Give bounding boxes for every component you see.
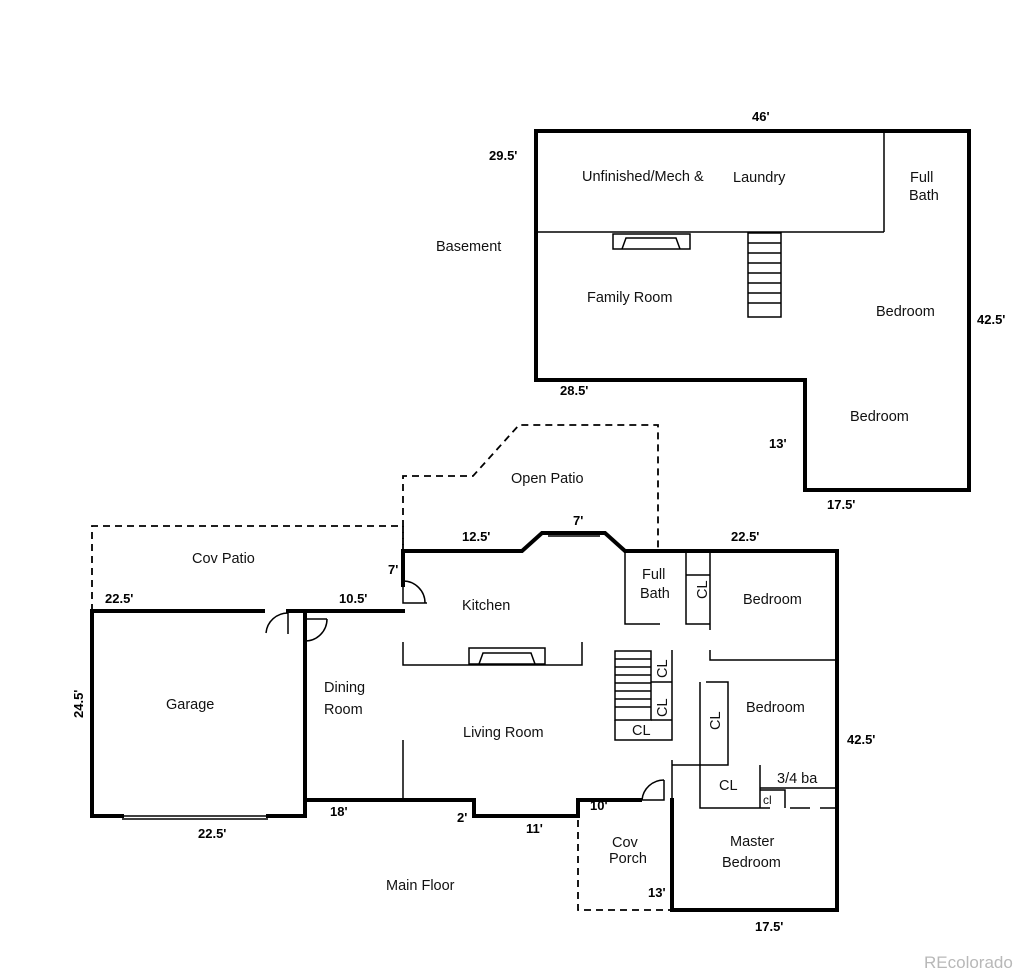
- room-dining-line2: Room: [324, 702, 363, 718]
- room-family-room: Family Room: [587, 290, 672, 306]
- closet-bath: CL: [695, 580, 711, 599]
- room-basement-bath-line1: Full: [910, 170, 933, 186]
- small-closet: [760, 789, 786, 808]
- dim-main-bottom: 17.5': [755, 919, 783, 934]
- dim-garage-top: 22.5': [105, 591, 133, 606]
- door-garage-patio: [265, 612, 289, 634]
- dim-porch-side: 13': [648, 885, 666, 900]
- master-closet-walls: [699, 765, 837, 809]
- dim-main-bay: 7': [573, 513, 583, 528]
- dim-garage-side: 24.5': [71, 690, 86, 718]
- basement-label: Basement: [436, 239, 501, 255]
- main-stairs: [614, 650, 652, 721]
- room-unfinished-mech: Unfinished/Mech &: [582, 169, 704, 185]
- dim-basement-top: 46': [752, 109, 770, 124]
- dim-basement-inner: 13': [769, 436, 787, 451]
- room-garage: Garage: [166, 697, 214, 713]
- dim-main-top-right: 22.5': [731, 529, 759, 544]
- basement-stairs: [747, 232, 782, 318]
- dim-basement-left: 29.5': [489, 148, 517, 163]
- stairs-closet-walls: [614, 650, 673, 741]
- room-cov-porch-line2: Porch: [609, 851, 647, 867]
- main-floor-plan: Open Patio Cov Patio Kitchen Full Bath B…: [71, 424, 875, 934]
- main-fireplace: [468, 647, 546, 665]
- main-floor-label: Main Floor: [386, 878, 455, 894]
- door-front: [641, 779, 665, 801]
- room-living-room: Living Room: [463, 725, 544, 741]
- garage-wall-left: [90, 609, 265, 818]
- dim-jog: 2': [457, 810, 467, 825]
- dim-dining-top: 10.5': [339, 591, 367, 606]
- room-kitchen: Kitchen: [462, 598, 510, 614]
- kitchen-counter: [402, 642, 583, 666]
- room-main-bedroom-1: Bedroom: [743, 592, 802, 608]
- dim-basement-right: 42.5': [977, 312, 1005, 327]
- cov-patio-outline: [91, 525, 404, 611]
- room-main-bath-line1: Full: [642, 567, 665, 583]
- bedroom1-wall: [709, 551, 837, 661]
- closet-stairs-1: CL: [655, 659, 671, 678]
- dim-basement-step: 28.5': [560, 383, 588, 398]
- open-patio-outline: [402, 424, 659, 551]
- room-cov-patio: Cov Patio: [192, 551, 255, 567]
- closet-bed2: CL: [708, 711, 724, 730]
- basement-outer-wall: [534, 129, 971, 492]
- basement-plan: Basement Unfinished/Mech & Laundry Full …: [436, 109, 1005, 512]
- door-kitchen-patio: [402, 580, 427, 604]
- room-dining-line1: Dining: [324, 680, 365, 696]
- dim-living-bottom: 11': [526, 821, 543, 836]
- room-basement-bedroom-2: Bedroom: [850, 409, 909, 425]
- dim-main-kitchen-side: 7': [388, 562, 398, 577]
- room-basement-bath-line2: Bath: [909, 188, 939, 204]
- door-garage-dining: [304, 618, 328, 642]
- room-cov-porch-line1: Cov: [612, 835, 639, 851]
- dim-dining-bottom: 18': [330, 804, 348, 819]
- cov-porch-outline: [577, 820, 672, 911]
- room-basement-bedroom-1: Bedroom: [876, 304, 935, 320]
- closet-stairs-2: CL: [655, 698, 671, 717]
- room-main-bath-line2: Bath: [640, 586, 670, 602]
- main-outer-wall-bottom: [303, 798, 642, 818]
- room-laundry: Laundry: [733, 170, 786, 186]
- dim-main-bay-left: 12.5': [462, 529, 490, 544]
- watermark: REcolorado: [924, 953, 1013, 972]
- room-three-quarter-bath: 3/4 ba: [777, 771, 818, 787]
- dim-garage-bottom: 22.5': [198, 826, 226, 841]
- room-main-bedroom-2: Bedroom: [746, 700, 805, 716]
- closet-stairs-3: CL: [632, 723, 651, 739]
- dim-main-right: 42.5': [847, 732, 875, 747]
- closet-master: CL: [719, 778, 738, 794]
- room-open-patio: Open Patio: [511, 471, 584, 487]
- basement-fireplace: [612, 233, 691, 250]
- dim-basement-bottom: 17.5': [827, 497, 855, 512]
- dim-porch-top: 10': [590, 798, 608, 813]
- room-master-line2: Bedroom: [722, 855, 781, 871]
- room-master-line1: Master: [730, 834, 774, 850]
- closet-small: cl: [763, 793, 772, 807]
